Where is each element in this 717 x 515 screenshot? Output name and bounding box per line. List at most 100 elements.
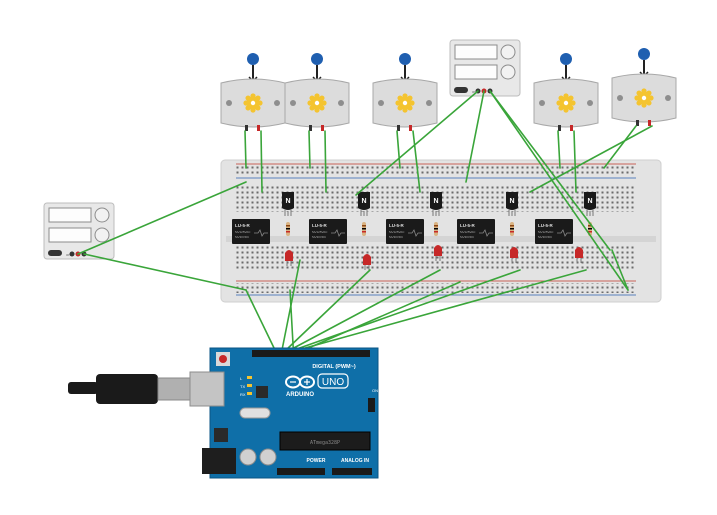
digital-label: DIGITAL (PWM~) [312,364,356,370]
rx-label: RX [240,392,246,397]
tx-label: TX [240,384,245,389]
motors-group [220,48,677,131]
relay-label: LU-5-R [312,223,327,228]
dc-motor-1[interactable] [220,53,286,131]
led-5[interactable] [575,247,583,263]
wire-8 [324,130,327,193]
wire-5 [244,130,247,169]
board-model: UNO [322,377,344,388]
power-header [277,468,325,475]
wire-3 [465,90,485,183]
relay-spec-1: 5A/125VAC [538,230,554,234]
wire-20 [297,269,587,351]
driver-stages: LU-5-R5A/125VAC5A/30VDCLU-5-R5A/125VAC5A… [232,192,596,270]
dc-jack [202,448,236,474]
gear-icon [395,93,415,113]
on-label: ON [372,388,378,393]
analog-label: ANALOG IN [341,458,369,464]
transistor-3[interactable]: N [430,192,442,216]
l-label: L [240,376,243,381]
wire-23 [489,90,611,251]
transistor-4[interactable]: N [506,192,518,216]
relay-label: LU-5-R [538,223,553,228]
transistor-label: N [587,198,592,205]
wire-9 [396,130,401,169]
transistor-label: N [509,198,514,205]
arduino-logo-icon [285,375,315,389]
led-1[interactable] [285,250,293,266]
wire-2 [83,253,247,291]
transistor-2[interactable]: N [358,192,370,216]
relay-label: LU-5-R [235,223,250,228]
relay-spec-1: 5A/125VAC [312,230,328,234]
gear-icon [634,88,654,108]
transistor-label: N [433,198,438,205]
top-power-rail [236,166,636,176]
board-brand: ARDUINO [286,392,314,398]
resistor-1[interactable] [286,222,290,236]
usb-cable-icon [68,374,191,404]
resistor-2[interactable] [362,222,366,236]
arduino-uno[interactable]: ATmega328P UNO ARDUINO DIGITAL (PWM~) PO… [68,347,379,479]
power-label: POWER [307,458,326,464]
wire-19 [293,269,521,351]
gear-icon [307,93,327,113]
atmega-chip [279,431,371,451]
dc-motor-2[interactable] [284,53,350,131]
relay-spec-2: 5A/30VDC [312,235,327,239]
dc-motor-5[interactable] [611,48,677,126]
potentiometer-knob-icon[interactable] [311,53,323,65]
dc-motor-4[interactable] [533,53,599,131]
wire-4 [489,90,629,291]
wire-7 [308,130,311,169]
led-3[interactable] [434,245,442,261]
transistor-1[interactable]: N [282,192,294,216]
potentiometer-knob-icon[interactable] [560,53,572,65]
dc-motor-3[interactable] [372,53,438,131]
wire-12 [573,130,577,193]
potentiometer-knob-icon[interactable] [399,53,411,65]
wire-24 [355,90,479,196]
wire-6 [260,130,263,193]
power-supply-left[interactable]: on [43,202,115,260]
wire-15 [245,289,276,351]
relay-spec-2: 5A/30VDC [538,235,553,239]
potentiometer-knob-icon[interactable] [247,53,259,65]
icsp-header [368,398,375,412]
supply-switch-label: on [66,252,70,257]
led-4[interactable] [510,247,518,263]
transistor-5[interactable]: N [584,192,596,216]
wire-11 [557,130,561,169]
analog-header [332,468,372,475]
led-2[interactable] [363,254,371,270]
wire-14 [529,125,653,193]
resistor-3[interactable] [434,222,438,236]
power-supply-top[interactable]: on [449,39,521,97]
wire-1 [77,181,247,255]
wire-13 [603,125,637,169]
supply-switch-label: on [472,89,476,94]
wire-17 [285,269,371,351]
bottom-power-rail [236,283,636,293]
gear-icon [556,93,576,113]
wire-18 [289,269,441,351]
relay-spec-2: 5A/30VDC [460,235,475,239]
wire-21 [303,281,461,351]
relay-label: LU-5-R [389,223,404,228]
relay-spec-1: 5A/125VAC [235,230,251,234]
resistor-4[interactable] [510,222,514,236]
relay-spec-1: 5A/125VAC [389,230,405,234]
relay-label: LU-5-R [460,223,475,228]
digital-header [252,350,370,357]
wire-25 [611,249,629,291]
usb-port [189,371,225,407]
wire-10 [412,130,421,193]
relay-spec-2: 5A/30VDC [389,235,404,239]
potentiometer-knob-icon[interactable] [638,48,650,60]
